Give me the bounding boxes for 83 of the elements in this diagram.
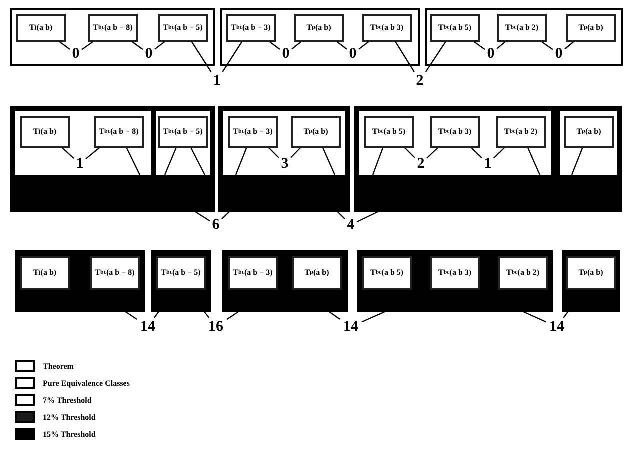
group-frame xyxy=(222,250,348,312)
connector-line xyxy=(496,42,506,50)
connector-line xyxy=(337,212,346,220)
count-label: 6 xyxy=(210,216,222,234)
connector-line xyxy=(132,42,144,50)
connector-line xyxy=(222,212,230,220)
legend-label: 7% Threshold xyxy=(43,396,92,404)
connector-line xyxy=(190,148,206,176)
connector-line xyxy=(195,212,210,222)
connector-line xyxy=(126,148,141,176)
panel xyxy=(560,111,617,175)
connector-line xyxy=(404,148,416,158)
connector-line xyxy=(290,148,301,158)
connector-line xyxy=(395,42,415,72)
connector-line xyxy=(356,211,378,223)
connector-line xyxy=(362,311,386,323)
connector-line xyxy=(322,148,336,176)
connector-line xyxy=(564,42,574,50)
connector-line xyxy=(59,42,70,50)
count-label: 14 xyxy=(137,318,159,336)
legend-label: 12% Threshold xyxy=(43,412,96,422)
count-label: 2 xyxy=(415,155,427,173)
count-label: 0 xyxy=(70,46,82,62)
panel xyxy=(223,111,345,175)
connector-line xyxy=(336,42,348,50)
connector-line xyxy=(154,42,166,50)
connector-line xyxy=(571,148,584,176)
connector-line xyxy=(191,42,212,72)
connector-line xyxy=(292,42,302,50)
connector-line xyxy=(358,42,370,50)
connector-line xyxy=(235,148,248,176)
legend-label: Theorem xyxy=(43,362,74,370)
count-label: 14 xyxy=(546,318,568,336)
count-label: 1 xyxy=(211,72,223,90)
group-frame xyxy=(15,250,145,312)
count-label: 4 xyxy=(345,216,357,234)
connector-line xyxy=(542,42,554,50)
connector-line xyxy=(269,42,280,50)
panel xyxy=(15,111,151,175)
connector-line xyxy=(372,148,384,176)
count-label: 14 xyxy=(340,318,362,336)
group-frame xyxy=(562,250,620,312)
count-label: 16 xyxy=(205,318,227,336)
connector-line xyxy=(528,148,541,176)
connector-line xyxy=(222,42,243,72)
count-label: 0 xyxy=(485,46,497,62)
count-label: 0 xyxy=(143,46,155,62)
group-frame xyxy=(354,106,622,212)
count-label: 1 xyxy=(74,155,86,173)
count-label: 2 xyxy=(414,72,426,90)
group-frame xyxy=(218,106,350,212)
count-label: 3 xyxy=(279,155,291,173)
connector-line xyxy=(474,42,486,50)
panel xyxy=(156,111,210,175)
connector-line xyxy=(268,148,280,158)
group-frame xyxy=(220,8,420,66)
connector-line xyxy=(125,312,138,320)
connector-line xyxy=(62,148,74,159)
connector-line xyxy=(226,312,239,320)
legend-label: 15% Threshold xyxy=(43,430,96,438)
connector-line xyxy=(494,148,505,159)
connector-line xyxy=(563,312,569,318)
connector-line xyxy=(425,42,446,72)
legend-label: Pure Equivalence Classes xyxy=(43,378,130,388)
connector-line xyxy=(329,312,340,320)
connector-line xyxy=(86,148,100,160)
connector-line xyxy=(471,148,482,159)
connector-line xyxy=(82,42,94,50)
group-frame xyxy=(357,250,553,312)
connector-line xyxy=(204,312,210,318)
count-label: 0 xyxy=(553,46,565,62)
connector-line xyxy=(154,312,160,318)
connector-line xyxy=(164,148,177,176)
connector-line xyxy=(524,311,546,323)
panel xyxy=(359,111,551,175)
connector-line xyxy=(426,148,438,159)
group-frame xyxy=(10,8,215,66)
count-label: 0 xyxy=(280,46,292,62)
count-label: 1 xyxy=(482,155,494,173)
count-label: 0 xyxy=(347,46,359,62)
group-frame xyxy=(10,106,215,212)
group-frame xyxy=(425,8,623,66)
group-frame xyxy=(151,250,211,312)
